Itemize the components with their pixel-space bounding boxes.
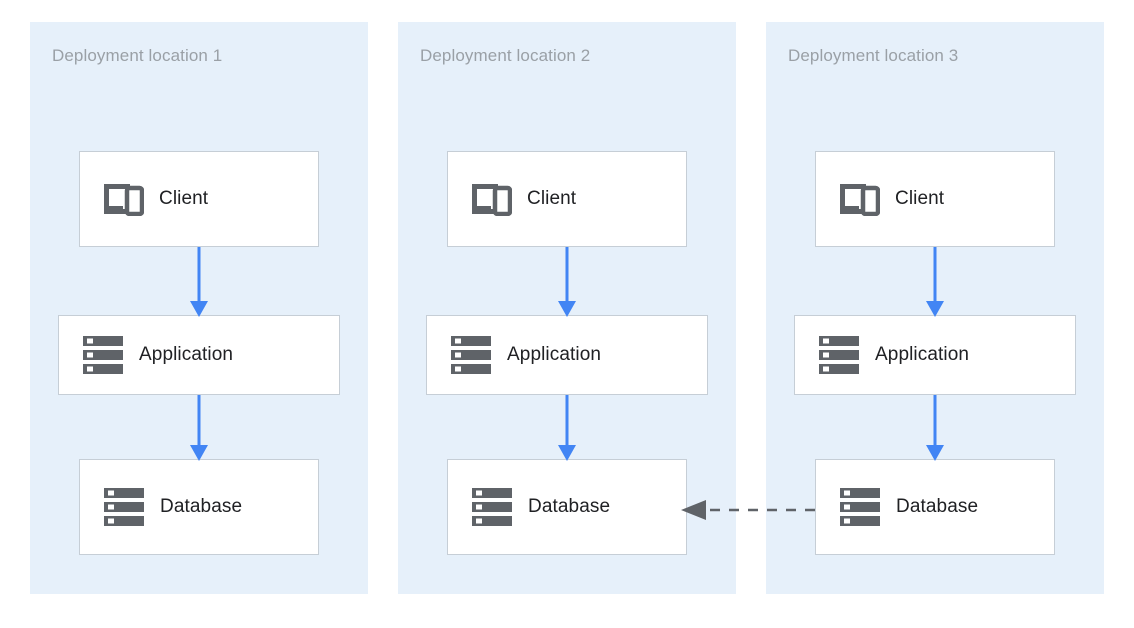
node-label: Application — [507, 344, 602, 365]
node-label: Client — [895, 188, 945, 209]
node-label: Database — [528, 496, 611, 517]
panel-title-3: Deployment location 3 — [788, 46, 959, 65]
panel-title-2: Deployment location 2 — [420, 46, 591, 65]
node-label: Database — [160, 496, 243, 517]
node-database-3[interactable]: Database — [815, 459, 1055, 555]
node-label: Database — [896, 496, 979, 517]
devices-icon — [837, 177, 881, 221]
node-label: Client — [159, 188, 209, 209]
node-client-2[interactable]: Client — [447, 151, 687, 247]
node-database-2[interactable]: Database — [447, 459, 687, 555]
node-client-1[interactable]: Client — [79, 151, 319, 247]
server-icon — [449, 333, 493, 377]
deployment-location-panel-2: Deployment location 2 Client — [398, 22, 736, 594]
server-icon — [817, 333, 861, 377]
node-client-3[interactable]: Client — [815, 151, 1055, 247]
devices-icon — [469, 177, 513, 221]
server-icon — [838, 485, 882, 529]
node-application-1[interactable]: Application — [58, 315, 340, 395]
server-icon — [81, 333, 125, 377]
node-application-3[interactable]: Application — [794, 315, 1076, 395]
devices-icon — [101, 177, 145, 221]
deployment-location-panel-1: Deployment location 1 Client — [30, 22, 368, 594]
panel-title-1: Deployment location 1 — [52, 46, 223, 65]
server-icon — [470, 485, 514, 529]
node-label: Client — [527, 188, 577, 209]
node-application-2[interactable]: Application — [426, 315, 708, 395]
node-label: Application — [139, 344, 234, 365]
node-database-1[interactable]: Database — [79, 459, 319, 555]
node-label: Application — [875, 344, 970, 365]
server-icon — [102, 485, 146, 529]
deployment-location-panel-3: Deployment location 3 Client — [766, 22, 1104, 594]
